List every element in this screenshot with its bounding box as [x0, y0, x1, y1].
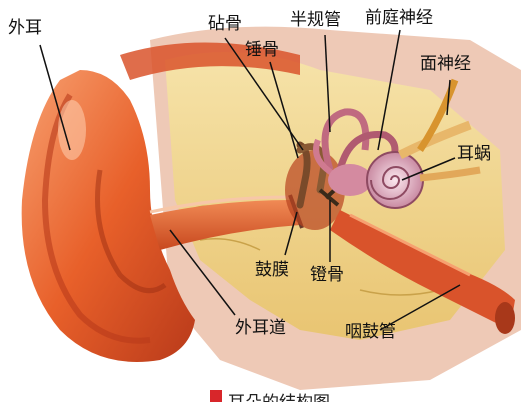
label-facial-nerve: 面神经 [420, 56, 471, 73]
caption-marker [210, 390, 222, 402]
label-eustachian-tube: 咽鼓管 [345, 324, 396, 341]
label-cochlea: 耳蜗 [457, 146, 491, 163]
caption-text: 耳朵的结构图 [228, 388, 330, 402]
label-hammer: 锤骨 [245, 42, 279, 59]
vestibule [328, 164, 372, 196]
label-stirrup: 镫骨 [310, 267, 344, 284]
label-ear-canal: 外耳道 [235, 320, 286, 337]
label-vestibular-nerve: 前庭神经 [365, 10, 433, 27]
label-anvil: 砧骨 [208, 16, 242, 33]
figure-caption: 耳朵的结构图 [210, 382, 330, 402]
cochlea-shape [367, 152, 423, 208]
label-outer-ear: 外耳 [8, 20, 42, 37]
eustachian-opening [495, 302, 515, 334]
ear-highlight [58, 100, 86, 160]
label-semicircular-canals: 半规管 [290, 12, 341, 29]
label-eardrum: 鼓膜 [255, 262, 289, 279]
